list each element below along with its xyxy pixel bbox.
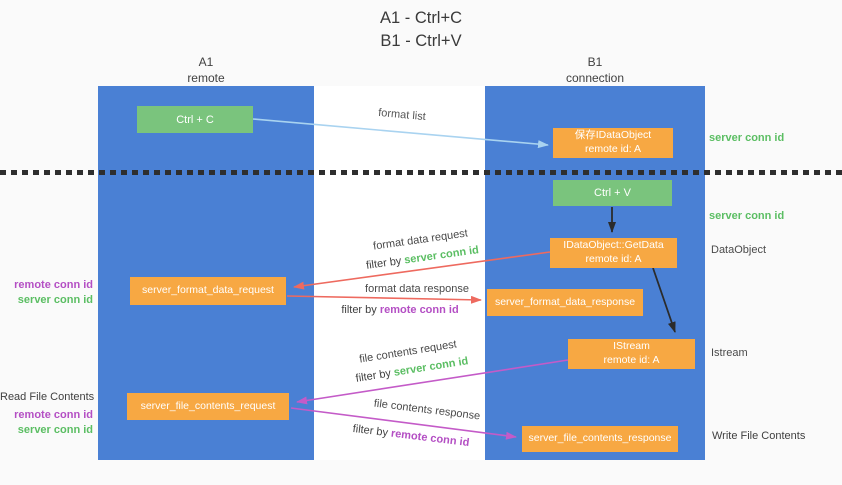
server-file-contents-response-label: server_file_contents_response bbox=[528, 432, 672, 445]
save-idataobject-remote-id: remote id: A bbox=[584, 143, 642, 155]
right-server-conn-id-mid: server conn id bbox=[709, 210, 785, 222]
save-idataobject-title: 保存IDataObject bbox=[574, 129, 652, 142]
dataobject-label: DataObject bbox=[711, 244, 767, 256]
istream-title: IStream bbox=[613, 340, 650, 353]
read-file-contents-label: Read File Contents bbox=[0, 391, 95, 403]
save-idataobject-node: 保存IDataObject remote id: A bbox=[553, 128, 673, 158]
lane-header-b1-connection: B1 connection bbox=[485, 55, 705, 86]
diagram-title: A1 - Ctrl+C B1 - Ctrl+V bbox=[0, 7, 842, 53]
istream-label: Istream bbox=[711, 347, 748, 359]
left-conn-id-labels-mid: remote conn id server conn id bbox=[0, 278, 93, 309]
dotted-divider-line bbox=[0, 170, 842, 175]
lane-b1-role: connection bbox=[565, 70, 625, 85]
lane-a1-name: A1 bbox=[198, 55, 214, 69]
getdata-remote-id: remote id: A bbox=[585, 253, 642, 265]
istream-node: IStream remote id: A bbox=[568, 339, 695, 369]
edge-label-format-data-response-filter: filter by remote conn id bbox=[341, 304, 459, 316]
server-file-contents-request-node: server_file_contents_request bbox=[127, 393, 289, 420]
ctrl-v-label: Ctrl + V bbox=[594, 187, 631, 199]
left-remote-conn-id-mid: remote conn id bbox=[14, 279, 93, 291]
server-file-contents-response-node: server_file_contents_response bbox=[522, 426, 678, 452]
istream-remote-id: remote id: A bbox=[603, 354, 660, 366]
server-format-data-response-node: server_format_data_response bbox=[487, 289, 643, 316]
lane-b1-name: B1 bbox=[587, 55, 603, 69]
server-file-contents-request-label: server_file_contents_request bbox=[140, 399, 276, 412]
left-server-conn-id-bottom: server conn id bbox=[17, 424, 93, 437]
server-format-data-request-label: server_format_data_request bbox=[142, 284, 274, 297]
title-line-paste: B1 - Ctrl+V bbox=[380, 32, 462, 51]
title-line-copy: A1 - Ctrl+C bbox=[379, 9, 463, 27]
right-server-conn-id-top: server conn id bbox=[709, 132, 785, 144]
server-format-data-response-label: server_format_data_response bbox=[494, 295, 636, 308]
left-remote-conn-id-bottom: remote conn id bbox=[14, 409, 93, 421]
left-server-conn-id-mid: server conn id bbox=[17, 294, 93, 307]
write-file-contents-label: Write File Contents bbox=[712, 430, 806, 442]
lane-header-a1-remote: A1 remote bbox=[98, 55, 314, 86]
server-format-data-request-node: server_format_data_request bbox=[130, 277, 286, 305]
ctrl-v-node: Ctrl + V bbox=[553, 180, 672, 206]
getdata-title: IDataObject::GetData bbox=[563, 239, 664, 252]
lane-a1-role: remote bbox=[187, 70, 225, 85]
edge-label-format-data-response: format data response bbox=[365, 283, 469, 295]
ctrl-c-node: Ctrl + C bbox=[137, 106, 253, 133]
ctrl-c-label: Ctrl + C bbox=[176, 113, 214, 126]
left-conn-id-labels-bottom: remote conn id server conn id bbox=[0, 408, 93, 439]
idataobject-getdata-node: IDataObject::GetData remote id: A bbox=[550, 238, 677, 268]
